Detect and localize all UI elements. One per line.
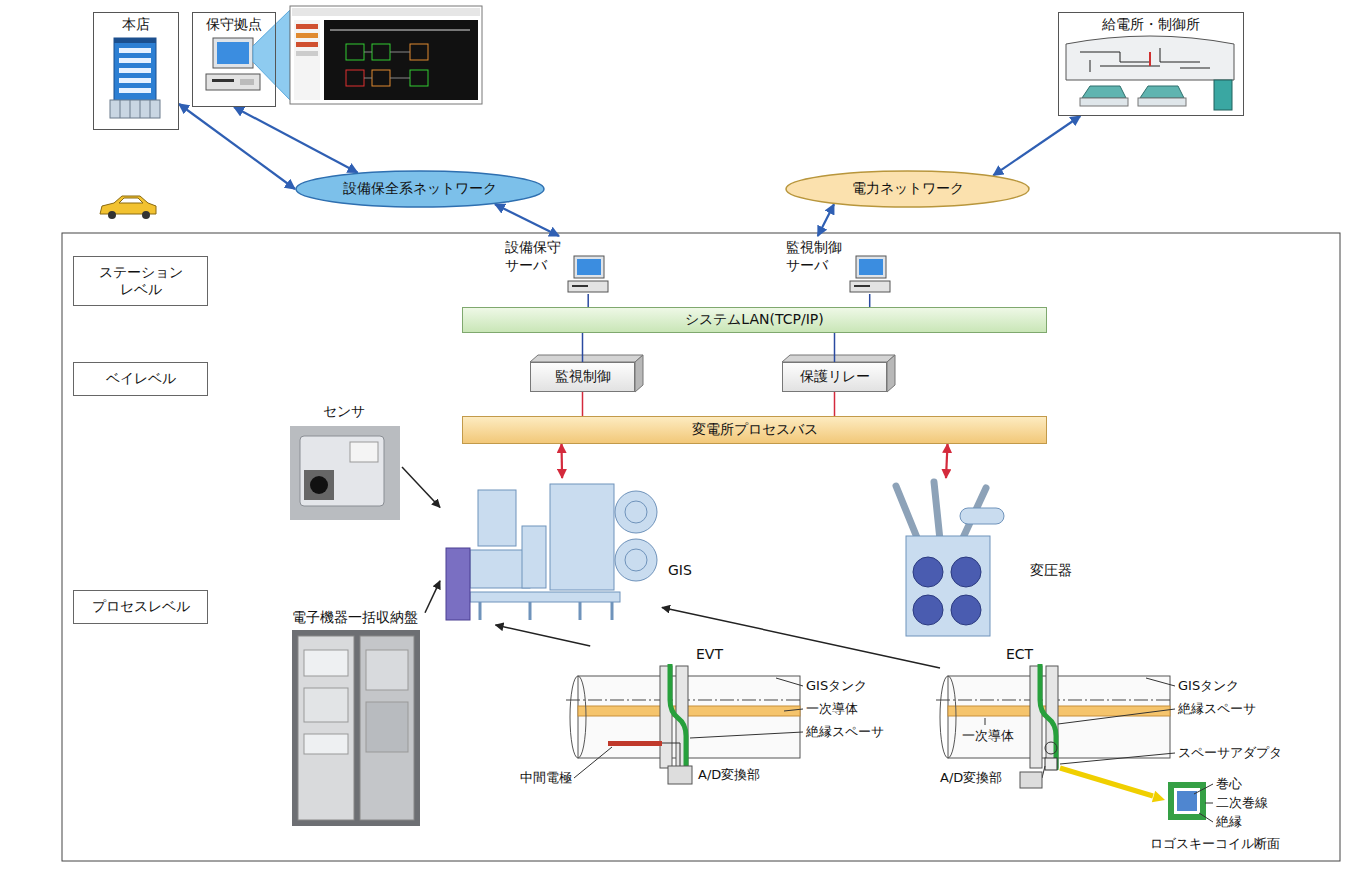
node-label: 保護リレー [800,368,870,386]
connector [582,333,584,362]
node-label: プロセスレベル [92,598,190,616]
connector [495,204,559,236]
connector [818,204,834,236]
node-label: 保守拠点 [206,16,262,34]
part-label: 一次導体 [806,701,858,717]
screenshot-callout [253,6,482,104]
computer-icon [206,38,260,90]
cabinet-node: 電子機器一括収納盤 [285,606,425,828]
node-label: 電力ネットワーク [852,180,964,198]
gis-illustration [446,484,657,620]
part-label: ロゴスキーコイル断面 [1150,836,1280,852]
process-bus-bar: 変電所プロセスバス [462,416,1047,444]
control-center-box: 給電所・制御所 [1058,12,1244,116]
node-label: 監視制御 [555,368,611,386]
transformer-node: 変圧器 [880,478,1012,642]
node-label: ステーション レベル [93,264,188,299]
server-node: 監視制御 サーバ [786,236,892,294]
node-label: 電子機器一括収納盤 [292,609,418,627]
maintenance-site-box: 保守拠点 [192,12,276,107]
sensor-node: センサ [286,400,402,522]
connector [946,444,948,478]
connector [179,104,295,189]
node-label: ベイレベル [106,370,176,388]
connector [587,294,589,307]
part-label: 一次導体 [962,728,1014,744]
node-label: GIS [668,562,692,580]
node-label: 監視制御 サーバ [786,239,848,274]
lan-bar: システムLAN(TCP/IP) [462,307,1047,333]
system-frame [62,233,1340,861]
connector [560,444,563,478]
box-3d-faces [530,355,895,392]
device-box: 監視制御 [530,362,635,392]
evt-cross-section [566,664,800,784]
level-box: ベイレベル [73,362,208,396]
ellipse-shape [296,171,544,207]
server-icon [850,256,890,292]
part-label: スペーサアダプタ [1178,745,1282,761]
node-label: 設備保守 サーバ [505,239,567,274]
connector [834,333,836,362]
node-label: EVT [696,646,723,664]
connector [425,581,440,613]
ellipse-shape [786,171,1029,207]
level-box: ステーション レベル [73,256,208,306]
connector [662,607,940,668]
evt-node: EVT [572,646,800,784]
connector [834,392,836,416]
server-icon [568,256,608,292]
network-ellipse: 電力ネットワーク [785,170,1030,208]
gis-node: GIS [440,478,662,625]
part-label: 絶縁スペーサ [1178,701,1256,717]
part-label: 絶縁 [1216,814,1242,830]
device-box: 保護リレー [782,362,887,392]
sensor-photo [290,426,400,520]
part-label: A/D変換部 [940,770,1002,786]
node-label: センサ [323,403,365,421]
server-node: 設備保守 サーバ [505,236,613,294]
control-room-illustration [1066,36,1234,110]
part-label: GISタンク [1178,678,1239,694]
node-label: 給電所・制御所 [1102,16,1200,34]
node-label: 変圧器 [1030,562,1072,580]
level-box: プロセスレベル [73,590,208,624]
leader-lines [574,678,1213,822]
node-label: 設備保全系ネットワーク [343,180,497,198]
office-box: 本店 [93,12,179,130]
network-ellipse: 設備保全系ネットワーク [295,170,545,208]
part-label: A/D変換部 [698,767,760,783]
part-label: 巻心 [1216,776,1242,792]
car-icon [100,196,156,219]
node-label: 変電所プロセスバス [692,421,818,439]
building-icon [110,38,160,118]
connector [496,625,591,646]
connector [993,116,1080,175]
part-label: 中間電極 [520,770,572,786]
ect-cross-section [936,664,1206,820]
node-label: システムLAN(TCP/IP) [685,311,823,329]
node-label: 本店 [122,16,150,34]
part-label: 絶縁スペーサ [806,724,884,740]
cabinet-photo [292,630,420,826]
transformer-illustration [896,482,1004,636]
node-label: ECT [1006,646,1033,664]
part-label: GISタンク [806,678,867,694]
connector [582,392,584,416]
part-label: 二次巻線 [1216,795,1268,811]
connector [402,467,440,507]
connector [234,107,358,173]
connector [869,294,871,307]
